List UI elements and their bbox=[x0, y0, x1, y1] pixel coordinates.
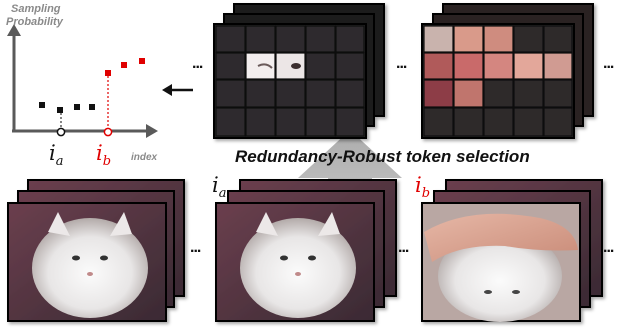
y-axis-arrowhead bbox=[7, 24, 21, 36]
diagram-title: Redundancy-Robust token selection bbox=[235, 147, 530, 166]
data-point-red bbox=[139, 58, 145, 64]
index-b-marker bbox=[103, 127, 113, 137]
cat-frame bbox=[215, 202, 375, 322]
frame-index-a-label: ia bbox=[212, 173, 227, 202]
data-point bbox=[39, 102, 45, 108]
ellipsis-bottom-left: ... bbox=[190, 239, 201, 256]
sampling-probability-plot bbox=[7, 24, 158, 138]
data-point-red bbox=[105, 70, 111, 76]
token-grid-stack-1 bbox=[213, 3, 385, 139]
y-axis-label-line2: Probability bbox=[6, 16, 63, 28]
frame-index-b-label: ib bbox=[415, 173, 431, 202]
plot-index-b-label: ib bbox=[96, 141, 112, 170]
index-a-marker bbox=[56, 127, 66, 137]
ellipsis-bottom-mid: ... bbox=[398, 239, 409, 256]
left-arrow bbox=[162, 84, 193, 96]
y-axis-label-line1: Sampling bbox=[11, 3, 61, 15]
video-frame-stack-3 bbox=[421, 179, 603, 322]
data-point bbox=[74, 104, 80, 110]
ellipsis-top-left: ... bbox=[192, 55, 203, 72]
x-axis-arrowhead bbox=[146, 124, 158, 138]
ellipsis-top-right: ... bbox=[603, 55, 614, 72]
data-point-red bbox=[121, 62, 127, 68]
plot-index-a-label: ia bbox=[49, 141, 64, 170]
x-axis-label: index bbox=[131, 152, 158, 163]
ellipsis-bottom-right: ... bbox=[603, 239, 614, 256]
cat-hand-frame bbox=[421, 202, 581, 322]
video-frame-stack-2 bbox=[215, 179, 397, 322]
selected-token bbox=[305, 52, 336, 80]
data-point bbox=[57, 107, 63, 113]
video-frame-stack-1 bbox=[7, 179, 185, 322]
cat-frame bbox=[7, 202, 167, 322]
token-grid-stack-2 bbox=[421, 3, 594, 139]
ellipsis-top-mid: ... bbox=[396, 55, 407, 72]
data-point bbox=[89, 104, 95, 110]
